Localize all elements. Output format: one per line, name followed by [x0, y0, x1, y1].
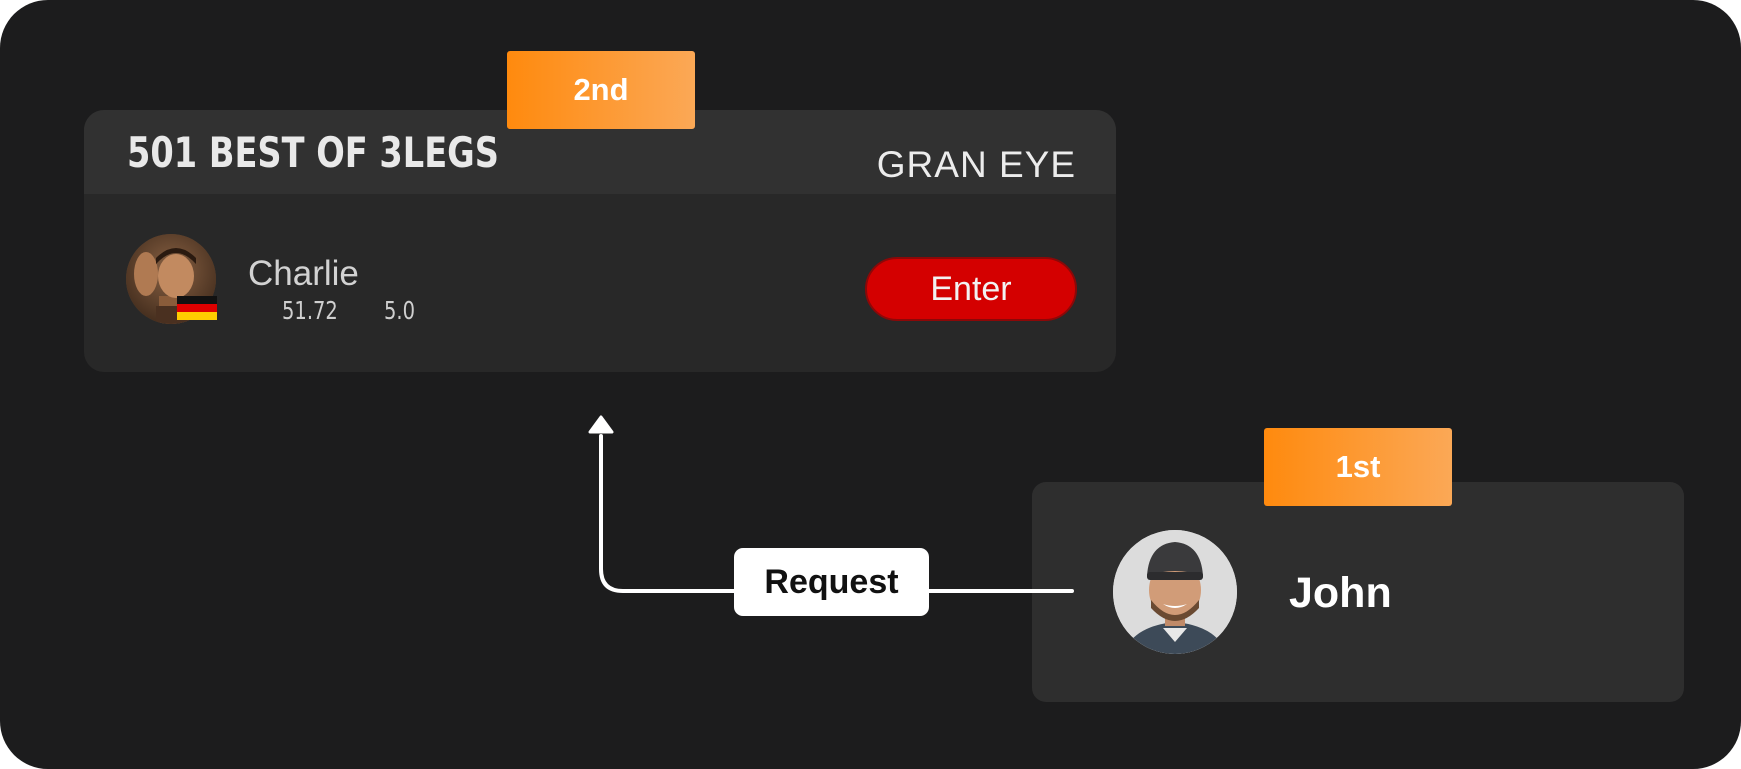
germany-flag-icon — [177, 296, 217, 320]
player-card: John — [1032, 482, 1684, 702]
avatar-john-image — [1113, 530, 1237, 654]
game-title: 501 BEST OF 3LEGS — [127, 128, 499, 177]
player-rating: 5.0 — [384, 296, 416, 325]
game-card: 501 BEST OF 3LEGS GRAN EYE — [84, 110, 1116, 372]
opponent-name: GRAN EYE — [876, 144, 1076, 185]
player-average: 51.72 — [282, 296, 338, 325]
rank-badge-second: 2nd — [507, 51, 695, 129]
avatar-john — [1113, 530, 1237, 654]
player-name: Charlie — [248, 254, 359, 293]
request-label: Request — [734, 548, 929, 616]
arrow-head-icon — [588, 415, 614, 434]
player-card-name: John — [1289, 569, 1392, 617]
enter-button[interactable]: Enter — [865, 257, 1077, 321]
rank-badge-first: 1st — [1264, 428, 1452, 506]
